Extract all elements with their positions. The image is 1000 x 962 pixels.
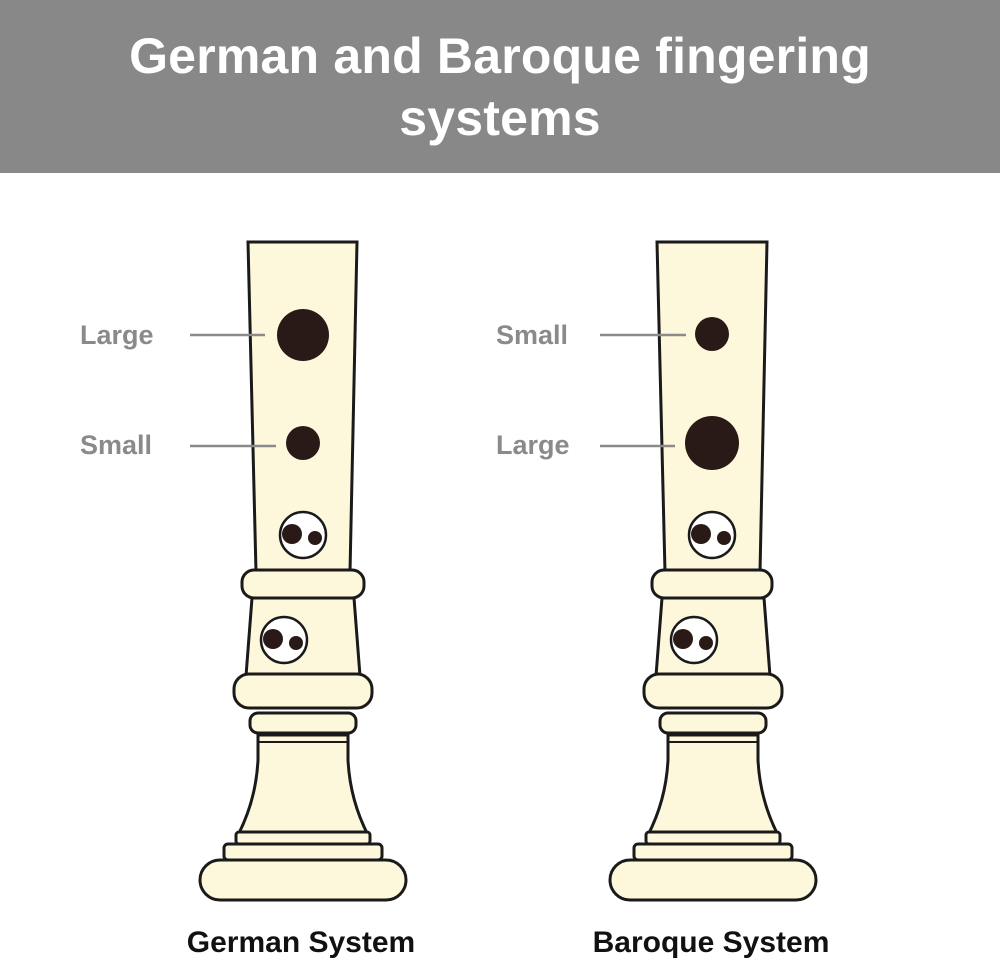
recorder-ring [248,711,358,735]
german-recorder: Large Small German System [80,240,415,959]
small-hole [695,317,729,351]
recorder-ring [642,672,784,710]
double-hole [259,615,309,665]
recorder-foot-body [235,733,371,837]
recorder-base [198,858,408,902]
recorder-base [608,858,818,902]
hole-label-top: Large [80,320,154,350]
recorder-foot-body [645,733,781,837]
large-hole [685,416,739,470]
hole-label-second: Large [496,430,570,460]
recorder-ring [240,568,366,600]
system-label: Baroque System [593,926,830,959]
recorder-base-step [644,830,782,846]
double-hole [687,510,737,560]
recorder-ring [658,711,768,735]
recorder-ring [650,568,774,600]
large-hole [277,309,329,361]
recorder-base-step [222,842,384,862]
hole-label-second: Small [80,430,152,460]
baroque-recorder: Small Large Baroque System [496,240,830,959]
page-title: German and Baroque fingering systems [129,27,871,146]
double-hole [278,510,328,560]
small-hole [286,426,320,460]
recorder-base-step [234,830,372,846]
recorder-base-step [632,842,794,862]
double-hole [669,615,719,665]
title-banner: German and Baroque fingering systems [0,0,1000,173]
hole-label-top: Small [496,320,568,350]
system-label: German System [187,926,415,959]
recorder-ring [232,672,374,710]
